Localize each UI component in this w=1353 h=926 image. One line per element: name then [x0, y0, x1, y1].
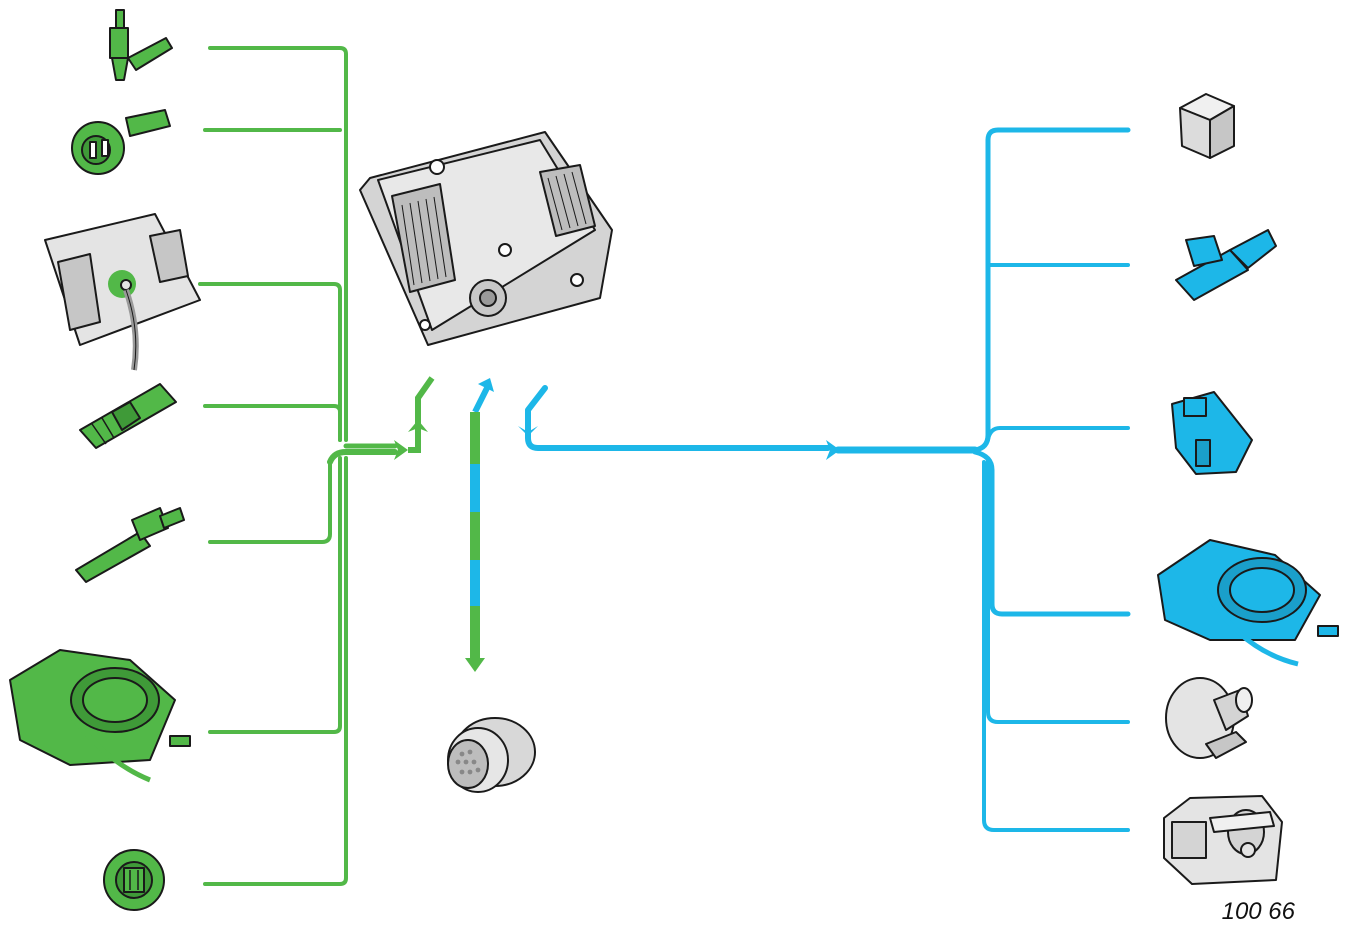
- input-line-1: [208, 46, 348, 442]
- figure-reference-number: 100 66: [1221, 898, 1295, 925]
- knock-sensor-icon: [103, 849, 165, 911]
- engine-control-unit-icon: [359, 131, 613, 346]
- oxygen-sensor-icon: [75, 507, 185, 583]
- output-line-6: [982, 460, 1130, 832]
- ignition-coil-icon: [1171, 391, 1253, 475]
- fuel-injector-icon: [1175, 229, 1277, 301]
- output-arrows: [518, 426, 840, 460]
- input-arrow: [394, 376, 435, 460]
- canister-purge-valve-icon: [1165, 677, 1253, 759]
- input-line-6: [208, 456, 342, 734]
- output-line-1: [972, 127, 1131, 453]
- relay-icon: [1179, 93, 1235, 159]
- camshaft-position-sensor-icon: [79, 383, 177, 449]
- diagnostic-connector-icon: [447, 717, 536, 793]
- output-line-3: [986, 426, 1130, 442]
- coolant-temperature-sensor-icon: [71, 109, 171, 175]
- input-line-5: [208, 460, 332, 544]
- diagnostic-line: [465, 378, 494, 672]
- throttle-actuator-icon: [1157, 539, 1339, 667]
- input-line-4: [203, 404, 342, 442]
- idle-air-actuator-icon: [1163, 795, 1283, 885]
- input-line-3: [198, 282, 342, 442]
- control-unit-pressure-sensor-icon: [44, 213, 201, 371]
- output-line-5: [986, 458, 1130, 724]
- output-from-ecu: [525, 385, 831, 451]
- input-line-7: [203, 456, 348, 886]
- throttle-body-sensor-icon: [9, 649, 191, 783]
- air-temperature-sensor-icon: [109, 9, 173, 81]
- output-line-4: [972, 449, 1131, 617]
- input-trunk: [327, 449, 398, 465]
- input-wiring: [198, 46, 398, 886]
- output-wiring: [525, 127, 1131, 832]
